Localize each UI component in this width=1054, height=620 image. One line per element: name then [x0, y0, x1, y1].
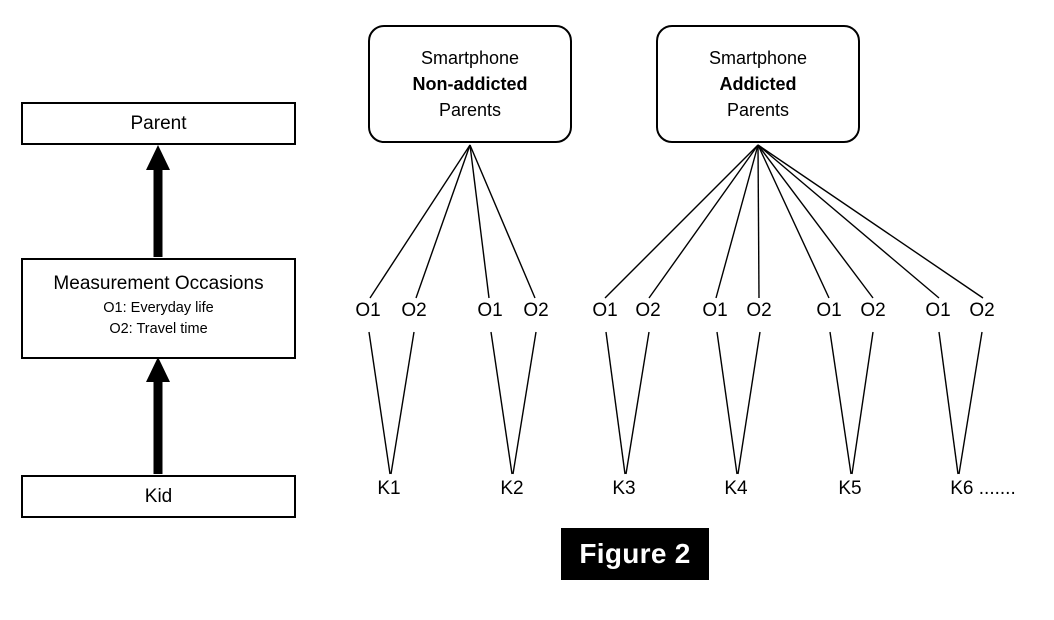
legend-arrow-occasions-to-parent [146, 145, 170, 257]
occasion-label-8: O1 [816, 300, 842, 321]
legend-box-measurement-occasions-title: Measurement Occasions [53, 273, 264, 294]
group-non-addicted-line-2: Non-addicted [412, 74, 528, 94]
legend-box-measurement-occasions: Measurement Occasions O1: Everyday life … [21, 258, 296, 359]
group-addicted-line-1: Smartphone [708, 48, 808, 68]
occasion-label-3: O2 [523, 300, 549, 321]
occasion-label-5: O2 [635, 300, 661, 321]
kid-label-3: K4 [724, 478, 748, 499]
group-non-addicted-line-3: Parents [438, 100, 502, 120]
legend-arrow-kid-to-occasions [146, 357, 170, 474]
group-addicted-line-3: Parents [726, 100, 790, 120]
occasion-label-7: O2 [746, 300, 772, 321]
kid-label-0: K1 [377, 478, 401, 499]
group-addicted-line-2: Addicted [719, 74, 797, 94]
v-edges-occasions-to-kids [368, 331, 983, 475]
legend-box-parent: Parent [21, 102, 296, 145]
occasion-label-11: O2 [969, 300, 995, 321]
group-box-addicted-parents: Smartphone Addicted Parents [656, 25, 860, 143]
kid-label-1: K2 [500, 478, 524, 499]
occasion-label-1: O2 [401, 300, 427, 321]
legend-box-kid: Kid [21, 475, 296, 518]
occasion-label-2: O1 [477, 300, 503, 321]
fan-edges-addicted [604, 144, 984, 299]
figure-caption-badge: Figure 2 [561, 528, 709, 580]
legend-occasion-o2-description: O2: Travel time [109, 321, 208, 337]
occasion-label-4: O1 [592, 300, 618, 321]
legend-occasion-o1-description: O1: Everyday life [103, 300, 214, 316]
occasion-label-9: O2 [860, 300, 886, 321]
occasion-label-0: O1 [355, 300, 381, 321]
group-box-non-addicted-parents: Smartphone Non-addicted Parents [368, 25, 572, 143]
legend-box-parent-title: Parent [130, 113, 187, 134]
kid-label-2: K3 [612, 478, 636, 499]
kid-label-5: K6 ....... [950, 478, 1016, 499]
legend-box-kid-title: Kid [144, 486, 173, 507]
fan-edges-non-addicted [369, 144, 536, 299]
occasion-label-6: O1 [702, 300, 728, 321]
occasion-label-10: O1 [925, 300, 951, 321]
kid-label-4: K5 [838, 478, 862, 499]
group-non-addicted-line-1: Smartphone [420, 48, 520, 68]
